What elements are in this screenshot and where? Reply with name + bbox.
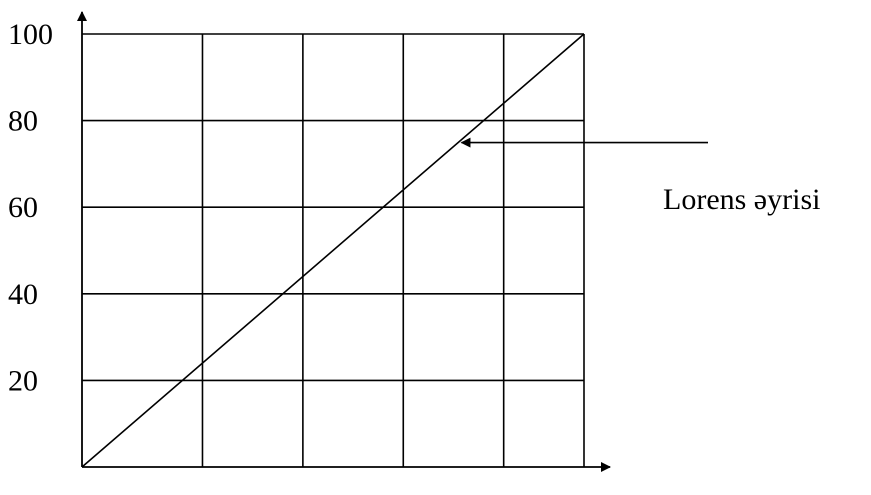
annotation-label: Lorens əyrisi bbox=[663, 183, 820, 216]
y-tick-label: 60 bbox=[8, 191, 38, 224]
tick-labels: 20 40 60 80 100 bbox=[8, 18, 53, 397]
y-tick-label: 20 bbox=[8, 364, 38, 397]
lorenz-curve-line bbox=[81, 33, 585, 468]
axes bbox=[77, 11, 611, 472]
series-layer bbox=[81, 33, 585, 468]
y-tick-label: 100 bbox=[8, 18, 53, 51]
grid bbox=[82, 33, 585, 467]
y-tick-label: 80 bbox=[8, 105, 38, 138]
y-tick-label: 40 bbox=[8, 278, 38, 311]
annotation: Lorens əyrisi bbox=[460, 137, 820, 216]
